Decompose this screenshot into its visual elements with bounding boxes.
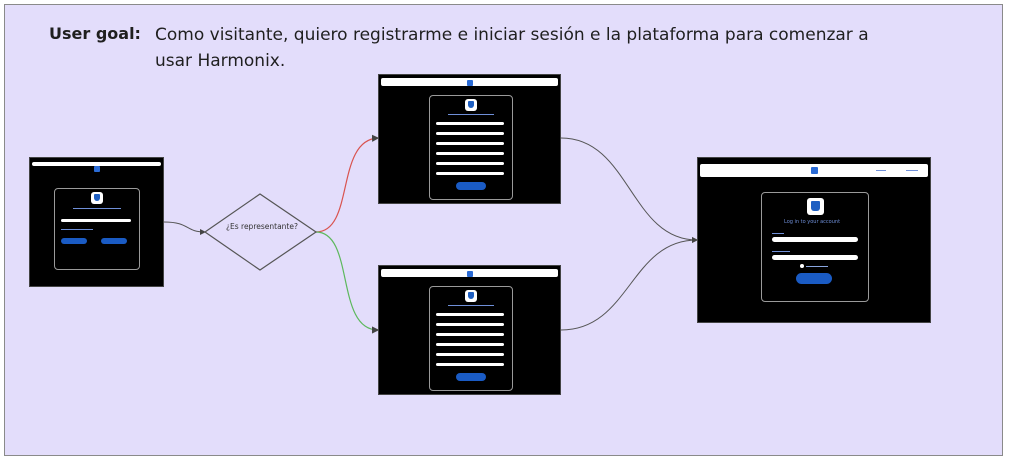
screen-login-nav-link-2 <box>906 170 918 171</box>
screen-welcome <box>29 157 164 287</box>
screen-login-password-field <box>772 255 858 260</box>
screen-welcome-nav-logo-icon <box>93 166 100 172</box>
screen-register-top-field-1 <box>436 122 504 125</box>
screen-register-bottom-field-3 <box>436 333 504 336</box>
screen-login-email-label <box>772 233 784 234</box>
screen-register-bottom-nav-logo-icon <box>466 271 473 277</box>
screen-login-card: Log in to your account <box>761 192 869 302</box>
screen-register-top-field-5 <box>436 162 504 165</box>
connector-decision-yes <box>315 134 380 233</box>
screen-register-bottom-heading-line <box>448 305 494 306</box>
user-goal-text: Como visitante, quiero registrarme e ini… <box>155 25 869 71</box>
screen-login-logo-icon <box>807 198 824 215</box>
decision-label: ¿Es representante? <box>226 222 298 231</box>
screen-welcome-card <box>54 188 140 270</box>
screen-register-top-nav-logo-icon <box>466 80 473 86</box>
screen-register-bottom-field-2 <box>436 323 504 326</box>
screen-register-bottom-card <box>429 286 513 391</box>
screen-register-bottom-field-1 <box>436 313 504 316</box>
screen-login-remember-label <box>806 266 828 267</box>
screen-register-top-logo-icon <box>465 99 477 111</box>
connector-decision-no <box>315 231 380 334</box>
screen-login-submit-button <box>796 273 832 284</box>
screen-register-bottom <box>378 265 561 395</box>
screen-register-top-field-3 <box>436 142 504 145</box>
connector-register-top-to-login <box>560 137 698 243</box>
screen-welcome-button-left <box>61 238 87 244</box>
screen-register-top-field-6 <box>436 172 504 175</box>
screen-login-nav-link-1 <box>876 170 886 171</box>
screen-register-top-field-4 <box>436 152 504 155</box>
screen-welcome-logo-icon <box>91 192 103 204</box>
screen-register-top-field-2 <box>436 132 504 135</box>
connector-register-bottom-to-login <box>560 237 698 331</box>
screen-register-top-heading-line <box>448 114 494 115</box>
screen-login-remember-checkbox <box>800 264 804 268</box>
screen-login-title: Log in to your account <box>784 219 841 225</box>
screen-register-top-card <box>429 95 513 200</box>
screen-login-password-label <box>772 251 790 252</box>
screen-login-email-field <box>772 237 858 242</box>
screen-register-bottom-field-5 <box>436 353 504 356</box>
screen-welcome-heading-line <box>73 208 121 209</box>
screen-welcome-button-right <box>101 238 127 244</box>
connector-start-to-decision <box>163 221 206 235</box>
screen-login: Log in to your account <box>697 157 931 323</box>
screen-register-top-submit-button <box>456 182 486 190</box>
screen-login-nav-logo-icon <box>811 167 818 174</box>
screen-welcome-field <box>61 219 131 222</box>
screen-register-bottom-submit-button <box>456 373 486 381</box>
screen-register-bottom-field-4 <box>436 343 504 346</box>
screen-welcome-link-line <box>61 229 93 230</box>
user-goal-label: User goal: <box>49 24 141 43</box>
screen-register-top <box>378 74 561 204</box>
screen-register-bottom-logo-icon <box>465 290 477 302</box>
screen-welcome-navbar <box>32 162 161 166</box>
decision-diamond <box>203 193 318 271</box>
screen-register-bottom-field-6 <box>436 363 504 366</box>
